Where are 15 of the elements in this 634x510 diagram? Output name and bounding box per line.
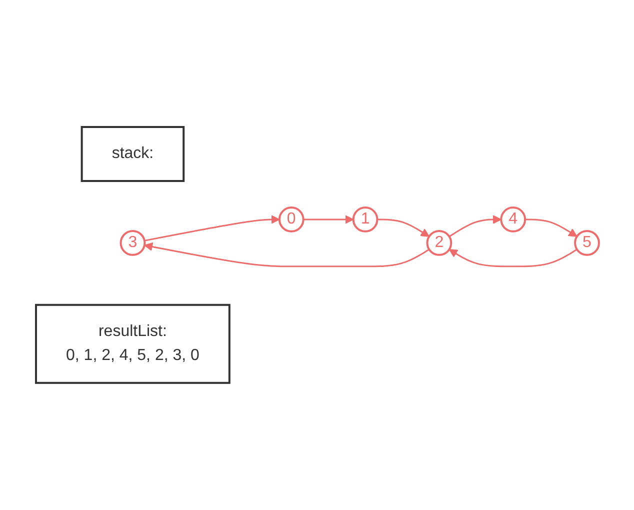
node-circle: 5 — [574, 230, 600, 256]
arrow — [144, 215, 280, 242]
node-box: stack: — [80, 126, 184, 182]
node-circle: 0 — [278, 206, 304, 232]
arrow — [376, 218, 430, 237]
arrow — [302, 215, 354, 224]
arrow — [448, 215, 502, 238]
arrow — [144, 242, 430, 268]
arrow — [448, 248, 577, 268]
node-circle: 4 — [500, 206, 526, 232]
node-box: resultList: 0, 1, 2, 4, 5, 2, 3, 0 — [34, 304, 230, 384]
node-circle: 3 — [119, 230, 146, 256]
arrow — [524, 218, 577, 237]
node-circle: 2 — [426, 230, 452, 256]
node-circle: 1 — [352, 206, 378, 232]
